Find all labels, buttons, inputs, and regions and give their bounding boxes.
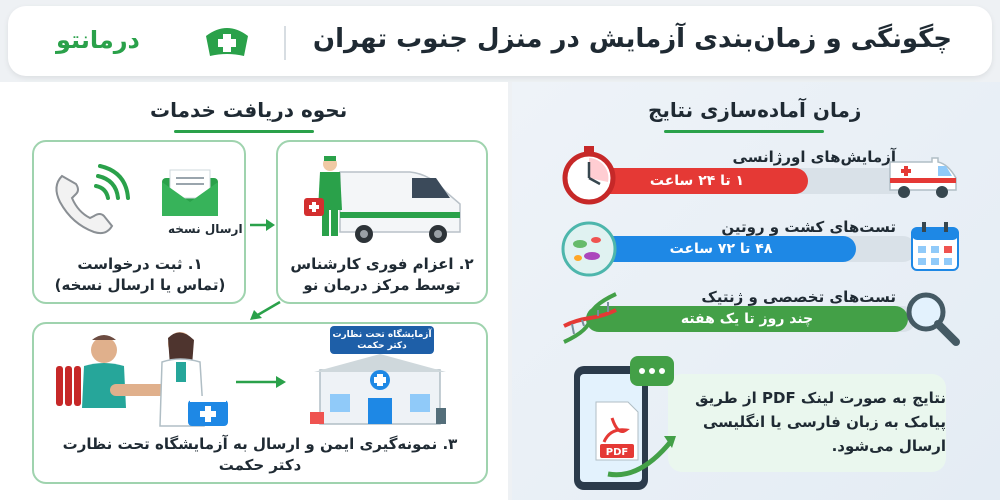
logo-text: درمانتو (56, 26, 140, 54)
step2-label-line1: ۲. اعزام فوری کارشناس (290, 255, 474, 273)
lab-sign-line2: دکتر حکمت (357, 341, 407, 351)
nurse-cap-icon (206, 28, 248, 56)
envelope-icon (162, 169, 218, 216)
laboratory-building-icon (310, 326, 446, 425)
step3-label-line2: دکتر حکمت (218, 456, 302, 474)
delivery-text: نتایج به صورت لینک PDF از طریق پیامک به … (688, 386, 946, 458)
phone-icon (55, 164, 130, 235)
delivery-line1: نتایج به صورت لینک PDF از طریق (695, 389, 946, 407)
dna-icon (563, 292, 617, 344)
delivery-line2: پیامک به زبان فارسی یا انگلیسی (702, 413, 946, 431)
magnifier-icon (906, 292, 960, 346)
lab-sign-line1: آزمایشگاه تحت نظارت (332, 330, 432, 340)
step1-label-line1: ۱. ثبت درخواست (77, 255, 203, 273)
genetic-tests-title: تست‌های تخصصی و ژنتیک (701, 288, 896, 306)
envelope-label: ارسال نسخه (168, 222, 243, 236)
phone-pdf-icon: PDF (574, 356, 676, 490)
step3-label-line1: ۳. نمونه‌گیری ایمن و ارسال به آزمایشگاه … (62, 435, 458, 453)
culture-tests-title: تست‌های کشت و روتین (721, 218, 896, 236)
culture-bar: ۴۸ تا ۷۲ ساعت (586, 236, 856, 262)
genetic-bar: چند روز تا یک هفته (586, 306, 908, 332)
arrow-right-icon-2 (236, 376, 286, 388)
emergency-tests-title: آزمایش‌های اورژانسی (732, 148, 896, 166)
results-title: زمان آماده‌سازی نتایج (648, 98, 862, 122)
step1-label-line2: (تماس یا ارسال نسخه) (54, 276, 226, 294)
arrow-down-left-icon (250, 300, 281, 320)
results-title-underline (664, 130, 824, 133)
delivery-line3: ارسال می‌شود. (831, 437, 946, 455)
services-title-underline (174, 130, 314, 133)
arrow-right-icon (250, 219, 275, 231)
blood-draw-icon (56, 332, 228, 427)
header-bar: چگونگی و زمان‌بندی آزمایش در منزل جنوب ت… (8, 6, 992, 76)
services-title: نحوه دریافت خدمات (150, 98, 348, 122)
calendar-icon (911, 222, 959, 271)
ambulance-nurse-icon (304, 156, 461, 243)
step1-card (32, 140, 246, 304)
page-title: چگونگی و زمان‌بندی آزمایش در منزل جنوب ت… (312, 24, 952, 54)
header-divider (284, 26, 286, 60)
lab-sign: آزمایشگاه تحت نظارت دکتر حکمت (330, 330, 434, 352)
petri-dish-icon (561, 221, 617, 277)
step2-label-line2: توسط مرکز درمان نو (303, 276, 461, 294)
delivery-info-box (668, 374, 946, 472)
pdf-label: PDF (606, 447, 628, 458)
emergency-bar: ۱ تا ۲۴ ساعت (586, 168, 808, 194)
stopwatch-icon (562, 146, 616, 205)
ambulance-icon (889, 157, 957, 198)
brand-logo[interactable]: درمانتو (56, 22, 256, 62)
